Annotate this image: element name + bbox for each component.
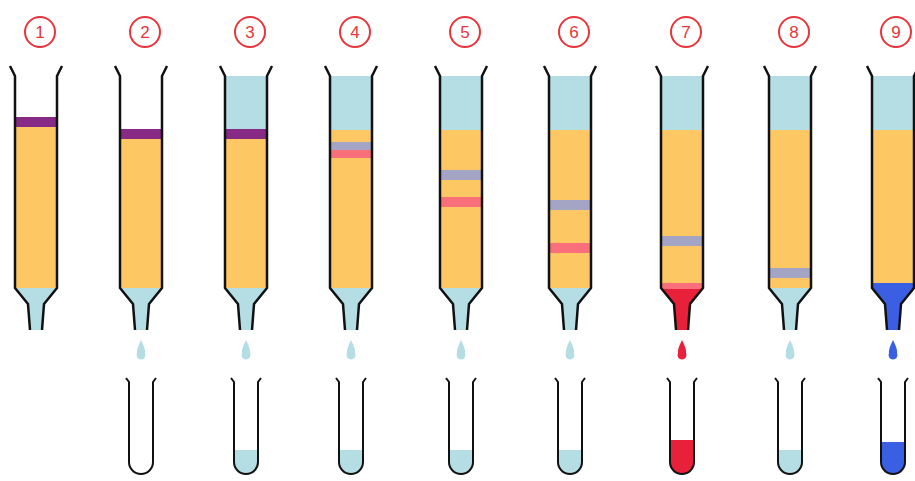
step-number: 8 — [789, 24, 798, 41]
test-tube — [555, 378, 585, 474]
column — [325, 66, 377, 474]
drop — [889, 340, 898, 360]
step-number: 5 — [460, 24, 469, 41]
step-number-circle: 5 — [449, 16, 481, 48]
column-wall — [357, 66, 377, 330]
column-wall — [147, 66, 167, 330]
drop — [457, 340, 466, 360]
step-number-circle: 1 — [24, 16, 56, 48]
step-number-circle: 4 — [339, 16, 371, 48]
column — [220, 66, 272, 474]
collected-fraction — [670, 440, 694, 474]
stationary-phase — [661, 130, 703, 288]
sample-band — [661, 283, 703, 289]
sample-band — [330, 142, 372, 150]
solvent — [225, 76, 267, 136]
sample-band — [440, 170, 482, 180]
test-tube — [775, 378, 805, 474]
stationary-phase — [549, 130, 591, 288]
solvent — [872, 76, 914, 132]
step-number-circle: 8 — [778, 16, 810, 48]
column-wall — [220, 66, 240, 330]
drop — [678, 340, 687, 360]
column-wall — [115, 66, 135, 330]
step-number: 7 — [681, 24, 690, 41]
stationary-phase — [440, 130, 482, 288]
step-number-circle: 6 — [558, 16, 590, 48]
column-wall — [576, 66, 596, 330]
column-wall — [867, 66, 887, 330]
column — [10, 66, 62, 330]
drop — [242, 340, 251, 360]
step-number: 2 — [140, 24, 149, 41]
sample-band — [15, 117, 57, 127]
stationary-phase — [872, 130, 914, 288]
solvent — [769, 76, 811, 132]
test-tube — [446, 378, 476, 474]
column — [656, 66, 708, 474]
step-number-circle: 2 — [129, 16, 161, 48]
column-wall — [688, 66, 708, 330]
step-number: 6 — [569, 24, 578, 41]
stationary-phase — [769, 130, 811, 288]
sample-band — [872, 283, 914, 288]
column-wall — [42, 66, 62, 330]
sample-band — [549, 200, 591, 210]
column — [764, 66, 816, 474]
column-wall — [325, 66, 345, 330]
drop — [566, 340, 575, 360]
sample-band — [225, 129, 267, 139]
step-number: 1 — [35, 24, 44, 41]
sample-band — [549, 243, 591, 253]
stationary-phase — [330, 130, 372, 288]
test-tube — [667, 378, 697, 474]
test-tube — [336, 378, 366, 474]
column — [435, 66, 487, 474]
solvent — [330, 76, 372, 132]
column-wall — [899, 66, 915, 330]
column-wall — [467, 66, 487, 330]
column — [867, 66, 915, 474]
drop — [136, 340, 145, 360]
sample-band — [330, 150, 372, 158]
solvent — [440, 76, 482, 132]
step-number: 4 — [350, 24, 359, 41]
column-wall — [252, 66, 272, 330]
test-tube — [126, 378, 156, 474]
step-number: 3 — [245, 24, 254, 41]
solvent — [661, 76, 703, 132]
column-wall — [764, 66, 784, 330]
column-wall — [10, 66, 30, 330]
sample-band — [769, 268, 811, 278]
column-wall — [435, 66, 455, 330]
column-wall — [796, 66, 816, 330]
drop — [786, 340, 795, 360]
sample-band — [440, 197, 482, 207]
stationary-phase — [15, 122, 57, 288]
test-tube — [231, 378, 261, 474]
sample-band — [120, 129, 162, 139]
step-number-circle: 3 — [234, 16, 266, 48]
test-tube — [878, 378, 908, 474]
step-number: 9 — [891, 24, 900, 41]
stationary-phase — [120, 134, 162, 288]
solvent — [549, 76, 591, 132]
column-wall — [656, 66, 676, 330]
stationary-phase — [225, 134, 267, 288]
column-wall — [544, 66, 564, 330]
drop — [347, 340, 356, 360]
step-number-circle: 7 — [670, 16, 702, 48]
step-number-circle: 9 — [880, 16, 912, 48]
column — [115, 66, 167, 474]
sample-band — [661, 236, 703, 246]
column — [544, 66, 596, 474]
